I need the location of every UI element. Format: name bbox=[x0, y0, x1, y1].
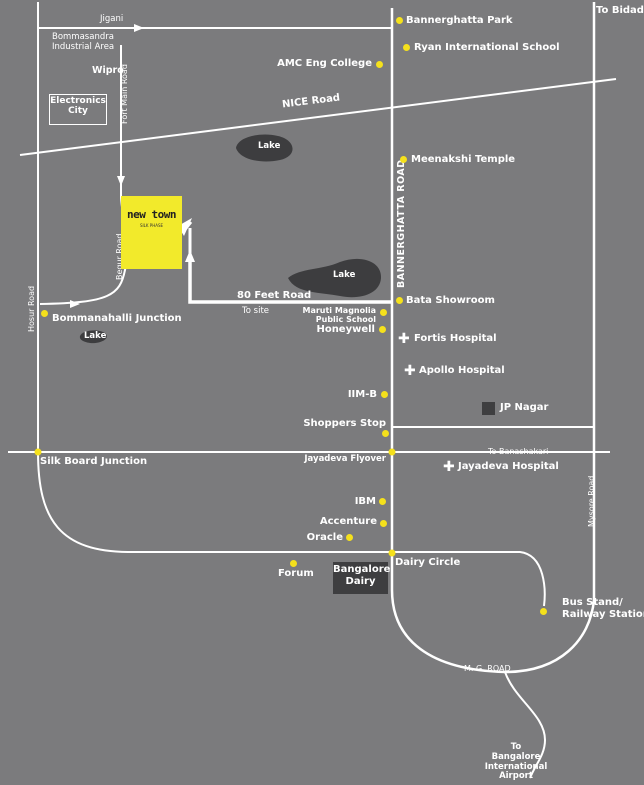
new-town-site-marker: new town SILK PHASE bbox=[121, 196, 182, 269]
bus-stand-label: Bus Stand/ Railway Station bbox=[562, 597, 644, 620]
feet-road-line bbox=[188, 258, 392, 304]
dairy-circle-marker bbox=[388, 549, 396, 557]
to-banashakari-label: To Banashakari bbox=[488, 447, 549, 456]
bata-showroom-label: Bata Showroom bbox=[406, 295, 495, 306]
ryan-school-marker bbox=[403, 44, 410, 51]
bommanahalli-marker bbox=[41, 310, 48, 317]
bommanahalli-label: Bommanahalli Junction bbox=[52, 313, 182, 324]
bannerghatta-park-marker bbox=[396, 17, 403, 24]
maruti-magnolia-label: Maruti Magnolia Public School bbox=[302, 306, 376, 325]
to-bidadi-label: To Bidadi bbox=[596, 5, 644, 16]
lake-shape-north bbox=[236, 134, 293, 162]
lake-shape-small bbox=[79, 330, 107, 344]
jp-nagar-marker bbox=[482, 402, 495, 415]
hosur-road-label: Hosur Road bbox=[27, 285, 36, 332]
oracle-marker bbox=[346, 534, 353, 541]
fort-main-road-label: Fort Main Road bbox=[120, 64, 129, 124]
fortis-hospital-label: Fortis Hospital bbox=[414, 333, 497, 344]
jigani-label: Jigani bbox=[100, 14, 124, 24]
ibm-marker bbox=[379, 498, 386, 505]
site-tagline: SILK PHASE bbox=[139, 223, 164, 228]
meenakshi-temple-marker bbox=[400, 156, 407, 163]
to-airport-label: To Bangalore International Airport bbox=[484, 742, 548, 782]
airport-road-line bbox=[504, 671, 547, 779]
mg-road-label: M. G. ROAD bbox=[464, 664, 511, 673]
lake-label-north: Lake bbox=[258, 141, 281, 151]
honeywell-label: Honeywell bbox=[316, 324, 375, 335]
honeywell-marker bbox=[379, 326, 386, 333]
amc-college-marker bbox=[376, 61, 383, 68]
maruti-magnolia-marker bbox=[380, 309, 387, 316]
mysore-road-label: Mysore Road bbox=[587, 475, 596, 527]
shoppers-stop-label: Shoppers Stop bbox=[303, 418, 386, 429]
bata-showroom-marker bbox=[396, 297, 403, 304]
bus-stand-marker bbox=[540, 608, 547, 615]
apollo-hospital-icon: ✚ bbox=[404, 363, 416, 379]
oracle-label: Oracle bbox=[306, 532, 343, 543]
jayadeva-hospital-icon: ✚ bbox=[443, 459, 455, 475]
accenture-marker bbox=[380, 520, 387, 527]
amc-college-label: AMC Eng College bbox=[277, 58, 372, 69]
silk-board-label: Silk Board Junction bbox=[40, 456, 148, 467]
iim-b-marker bbox=[381, 391, 388, 398]
forum-marker bbox=[290, 560, 297, 567]
silk-board-junction-marker bbox=[34, 448, 42, 456]
bannerghatta-road-line bbox=[390, 2, 596, 674]
ibm-label: IBM bbox=[354, 496, 376, 507]
bommanahalli-arrow-icon bbox=[70, 300, 80, 308]
accenture-label: Accenture bbox=[319, 516, 377, 527]
shoppers-stop-marker bbox=[382, 430, 389, 437]
silk-board-to-dairy-road-line bbox=[37, 451, 546, 607]
electronics-city-box: Electronics City bbox=[49, 94, 107, 125]
jigani-arrow-icon bbox=[134, 24, 144, 32]
jp-nagar-label: JP Nagar bbox=[500, 402, 549, 413]
lake-shape-main bbox=[288, 258, 382, 298]
iim-b-label: IIM-B bbox=[347, 389, 377, 400]
feet-road-label: 80 Feet Road bbox=[237, 290, 312, 301]
apollo-hospital-label: Apollo Hospital bbox=[419, 365, 505, 376]
fortis-hospital-icon: ✚ bbox=[398, 331, 410, 347]
to-site-label: To site bbox=[242, 306, 270, 316]
lake-label-main: Lake bbox=[333, 270, 356, 280]
ryan-school-label: Ryan International School bbox=[414, 42, 560, 53]
jayadeva-flyover-marker bbox=[388, 448, 396, 456]
bommasandra-label: Bommasandra Industrial Area bbox=[52, 32, 115, 52]
lake-label-small: Lake bbox=[84, 331, 107, 341]
fort-main-arrow-icon bbox=[117, 176, 125, 186]
dairy-circle-label: Dairy Circle bbox=[395, 557, 461, 568]
bannerghatta-road-label: BANNERGHATTA ROAD bbox=[396, 159, 407, 288]
jayadeva-flyover-label: Jayadeva Flyover bbox=[304, 454, 386, 464]
bangalore-dairy-box: Bangalore Dairy bbox=[333, 562, 390, 594]
wipro-label: Wipro bbox=[92, 65, 124, 76]
bannerghatta-park-label: Bannerghatta Park bbox=[406, 15, 513, 26]
nice-road-line bbox=[19, 78, 617, 156]
jayadeva-hospital-label: Jayadeva Hospital bbox=[458, 461, 559, 472]
site-title: new town bbox=[127, 208, 176, 221]
meenakshi-temple-label: Meenakshi Temple bbox=[411, 154, 516, 165]
forum-label: Forum bbox=[278, 568, 314, 579]
